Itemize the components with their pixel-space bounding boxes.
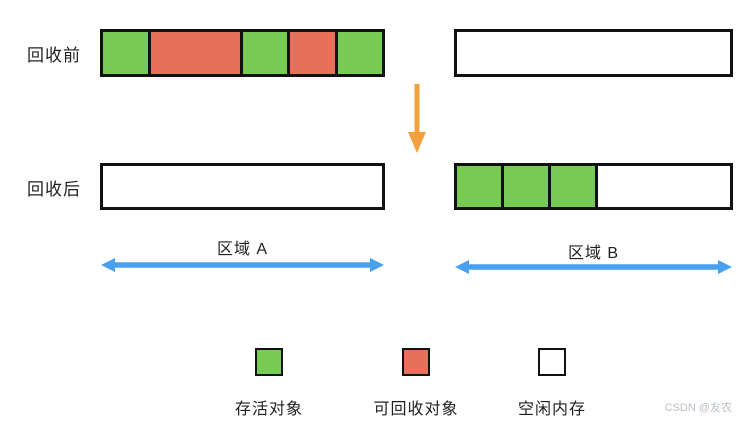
memory-segment-garbage: [287, 32, 335, 74]
gc-process-arrow-icon: [408, 84, 426, 153]
label-region-b: 区域 B: [567, 245, 620, 262]
memory-segment-live: [103, 32, 148, 74]
memory-bar-region-a-before: [100, 29, 385, 77]
legend-swatch-free-memory: [538, 348, 566, 376]
label-region-a: 区域 A: [216, 241, 269, 258]
memory-segment-live: [501, 166, 548, 207]
memory-bar-region-b-before: [454, 29, 733, 77]
memory-bar-region-a-after: [100, 163, 385, 210]
memory-segment-live: [457, 166, 501, 207]
watermark: CSDN @友农: [664, 402, 732, 414]
region-b-span-arrow-icon: [455, 260, 732, 274]
label-before-gc: 回收前: [27, 46, 81, 65]
memory-segment-free: [595, 166, 730, 207]
memory-segment-live: [239, 32, 287, 74]
legend-swatch-collectible-object: [402, 348, 430, 376]
legend-label-live-object: 存活对象: [234, 401, 303, 418]
memory-segment-garbage: [147, 32, 240, 74]
memory-segment-live: [548, 166, 595, 207]
memory-bar-region-b-after: [454, 163, 733, 210]
legend-swatch-live-object: [255, 348, 283, 376]
legend-label-collectible-object: 可回收对象: [373, 401, 459, 418]
memory-segment-live: [334, 32, 382, 74]
label-after-gc: 回收后: [27, 180, 81, 199]
region-a-span-arrow-icon: [101, 258, 384, 272]
memory-segment-free: [103, 166, 382, 207]
memory-segment-free: [457, 32, 730, 74]
legend-label-free-memory: 空闲内存: [517, 401, 586, 418]
